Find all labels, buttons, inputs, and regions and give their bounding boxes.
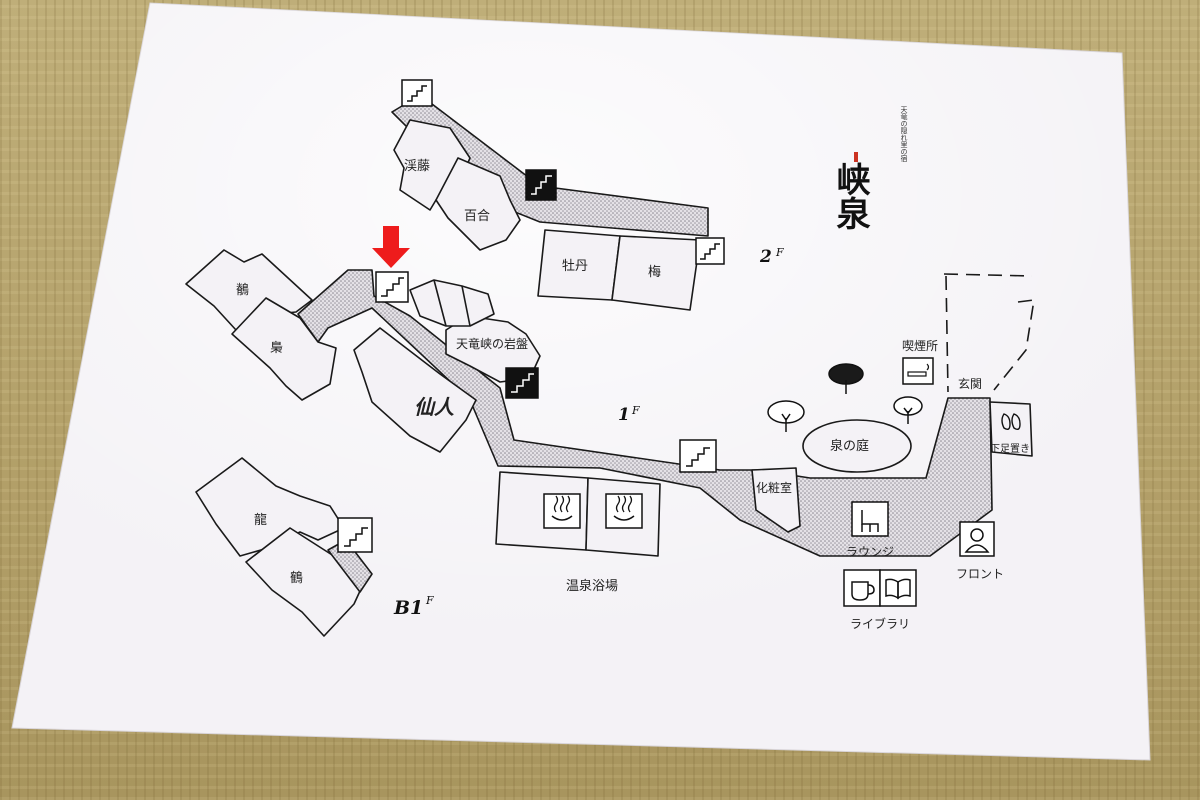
room-label-keiran: 渓藤 bbox=[404, 159, 430, 174]
logo-text: 峡泉 bbox=[830, 162, 870, 230]
rock-line-2 bbox=[461, 285, 471, 327]
room-yuri-shape bbox=[435, 157, 521, 251]
room-label-yuri: 百合 bbox=[464, 209, 490, 224]
tree-icon-dark bbox=[828, 363, 864, 394]
floor-suffix-b1: F bbox=[425, 594, 434, 607]
bath-icon bbox=[543, 493, 581, 529]
rock-cluster bbox=[409, 279, 495, 327]
entrance-dashed-3 bbox=[993, 299, 1035, 391]
room-label-sennin: 仙人 bbox=[414, 395, 455, 419]
stairs-icon bbox=[679, 439, 717, 473]
floor-label-1f: 1 bbox=[618, 405, 630, 425]
entrance-dashed-2 bbox=[945, 275, 949, 393]
stairs-icon bbox=[401, 79, 433, 107]
room-label-ryu: 龍 bbox=[254, 512, 267, 528]
garden-pond bbox=[802, 419, 912, 473]
stairs-icons bbox=[337, 79, 725, 553]
label-powder: 化粧室 bbox=[756, 480, 792, 495]
room-sennin-shape bbox=[353, 327, 477, 453]
red-down-arrow-icon bbox=[372, 226, 410, 268]
stairs-icon bbox=[695, 237, 725, 265]
room-fukurou-shape bbox=[231, 297, 337, 401]
room-tsuru-shape bbox=[245, 527, 367, 637]
logo: 峡泉 天竜の隠れ里の宿 bbox=[830, 106, 908, 230]
floor-suffix-2f: F bbox=[775, 246, 784, 259]
bath-icon bbox=[605, 493, 643, 529]
label-onsen: 温泉浴場 bbox=[566, 578, 618, 594]
room-label-hibari: 鶺 bbox=[236, 283, 249, 298]
room-ryu-shape bbox=[195, 457, 345, 557]
floor-label-b1: B1 bbox=[393, 597, 423, 619]
room-label-botan: 牡丹 bbox=[562, 259, 588, 274]
label-lounge: ラウンジ bbox=[846, 545, 894, 559]
room-ganban-shape bbox=[445, 315, 541, 383]
floor-suffix-1f: F bbox=[631, 404, 640, 417]
lounge-icon bbox=[851, 501, 889, 537]
powder-room-shape bbox=[751, 467, 801, 533]
room-label-ganban: 天竜峡の岩盤 bbox=[456, 336, 528, 351]
shoe-area bbox=[989, 401, 1033, 457]
label-smoking: 喫煙所 bbox=[902, 339, 938, 353]
label-front: フロント bbox=[956, 567, 1004, 581]
stairs-icon-marked[interactable] bbox=[375, 271, 409, 303]
tree-icon bbox=[893, 396, 923, 424]
stairs-icon-dark bbox=[505, 367, 539, 399]
label-library: ライブラリ bbox=[850, 616, 910, 631]
room-ume-shape bbox=[611, 235, 701, 311]
logo-seal bbox=[854, 152, 858, 162]
label-shoes: 下足置き bbox=[990, 443, 1030, 455]
room-label-ume: 梅 bbox=[648, 265, 661, 280]
label-garden: 泉の庭 bbox=[830, 438, 869, 454]
stairs-icon-dark bbox=[525, 169, 557, 201]
room-label-tsuru: 鶴 bbox=[290, 570, 303, 586]
rock-line-1 bbox=[433, 279, 447, 327]
room-label-fukurou: 梟 bbox=[270, 341, 283, 356]
tree-icon bbox=[767, 400, 805, 432]
book-icon bbox=[879, 569, 917, 607]
label-entrance: 玄関 bbox=[958, 376, 982, 391]
front-desk-icon bbox=[959, 521, 995, 557]
cafe-icon bbox=[843, 569, 881, 607]
stairs-icon bbox=[337, 517, 373, 553]
shoes-icon bbox=[1001, 413, 1021, 431]
smoking-icon bbox=[902, 357, 934, 385]
entrance-dashed-1 bbox=[943, 273, 1033, 277]
floor-label-2f: 2 bbox=[759, 247, 772, 267]
logo-subtext: 天竜の隠れ里の宿 bbox=[900, 106, 908, 163]
